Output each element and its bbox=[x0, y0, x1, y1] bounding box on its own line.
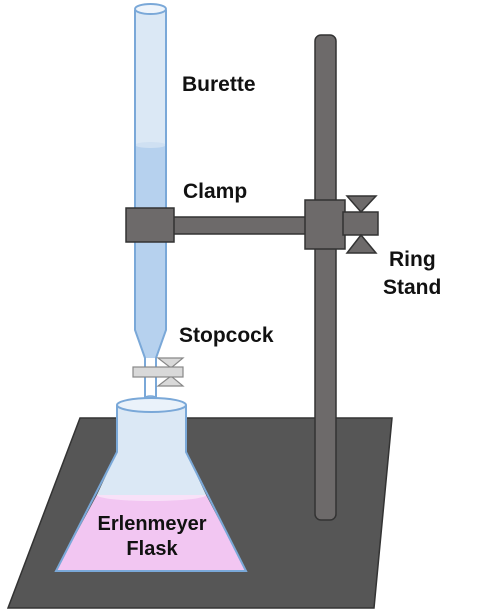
burette-label: Burette bbox=[182, 73, 256, 96]
clamp-label: Clamp bbox=[183, 180, 247, 203]
stopcock-label: Stopcock bbox=[179, 324, 274, 347]
thumb-screw bbox=[342, 195, 379, 254]
flask-label-line2: Flask bbox=[126, 538, 178, 560]
ring-stand-label-line2: Stand bbox=[383, 276, 441, 299]
ring-stand-label-line1: Ring bbox=[389, 248, 436, 271]
burette bbox=[134, 3, 167, 401]
clamp-boss bbox=[304, 199, 346, 250]
clamp-jaw bbox=[125, 207, 175, 243]
flask-label-line1: Erlenmeyer bbox=[98, 513, 207, 535]
erlenmeyer-flask bbox=[54, 397, 248, 572]
clamp-arm bbox=[172, 216, 310, 235]
ring-stand-rod bbox=[314, 34, 337, 521]
stopcock bbox=[132, 357, 185, 387]
